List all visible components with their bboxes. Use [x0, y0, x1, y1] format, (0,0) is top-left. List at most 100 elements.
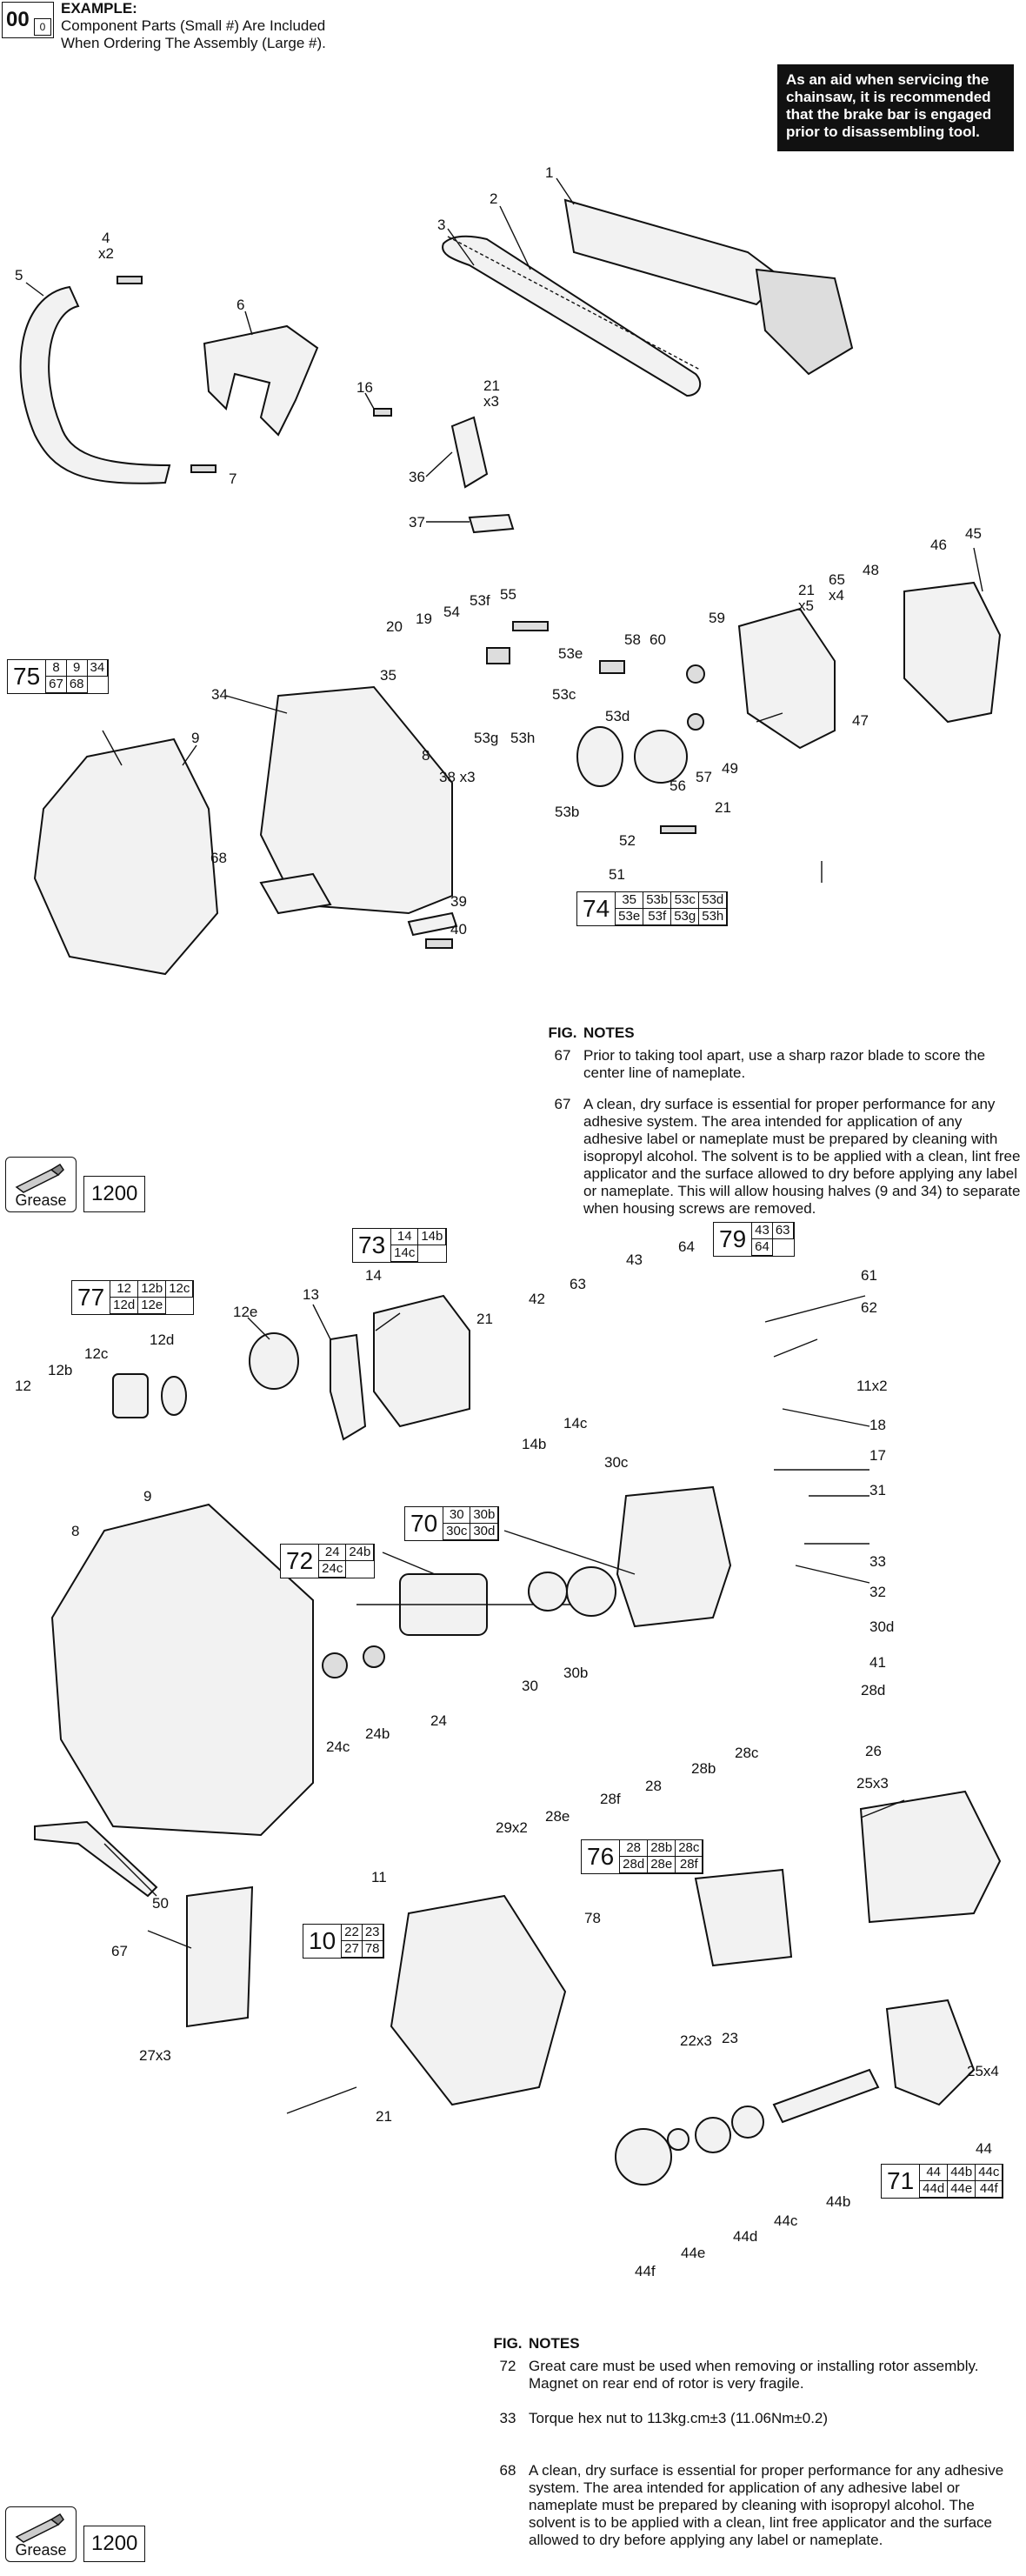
callout-31: 31 [869, 1482, 886, 1498]
callout-11: 11 [371, 1869, 387, 1885]
note-text: A clean, dry surface is essential for pr… [583, 1096, 1021, 1217]
notes-fig-header: FIG. [493, 2335, 523, 2352]
callout-57: 57 [696, 769, 712, 785]
grease-number: 1200 [83, 2526, 146, 2562]
assembly-box-74: 74 35 53b 53c 53d 53e 53f 53g 53h [576, 891, 729, 926]
callout-21b: 21 [798, 582, 815, 598]
callout-44b: 44b [826, 2193, 851, 2210]
callout-24b: 24b [365, 1725, 390, 1742]
callout-19: 19 [416, 611, 432, 627]
note-text: A clean, dry surface is essential for pr… [529, 2462, 1004, 2548]
callout-21-qty: x3 [483, 393, 499, 410]
part-24c [322, 1652, 348, 1678]
callout-20: 20 [386, 618, 403, 635]
grease-label: Grease [15, 1191, 67, 1209]
callout-68: 68 [210, 850, 227, 866]
callout-48: 48 [863, 562, 879, 578]
notice-line-2: chainsaw, it is recommended [786, 89, 991, 105]
part-19 [486, 647, 510, 664]
callout-53b: 53b [555, 804, 580, 820]
cover-46 [903, 581, 1002, 724]
callout-44: 44 [976, 2140, 992, 2157]
callout-44f: 44f [635, 2263, 656, 2279]
stator-23 [694, 1868, 793, 1967]
assembly-70-part: 30d [470, 1524, 499, 1540]
callout-63: 63 [570, 1276, 586, 1292]
assembly-79-part: 63 [772, 1223, 794, 1239]
callout-18: 18 [869, 1417, 886, 1433]
callout-25x4: 25x4 [967, 2063, 999, 2079]
callout-56: 56 [670, 777, 686, 794]
saw-chain [447, 236, 701, 370]
callout-17: 17 [869, 1447, 886, 1464]
clip-37 [468, 513, 515, 534]
assembly-71-part: 44c [976, 2165, 1003, 2181]
callout-8: 8 [422, 747, 430, 764]
notes-header: NOTES [529, 2335, 580, 2352]
cup-26 [859, 1790, 1002, 1924]
assembly-75-part: 8 [46, 660, 67, 677]
note-text: Torque hex nut to 113kg.cm±3 (11.06Nm±0.… [529, 2410, 829, 2426]
callout-38: 38 x3 [439, 769, 476, 785]
example-big-number: 00 [6, 8, 30, 31]
callout-53f: 53f [470, 592, 490, 609]
bearing-housing-30c [616, 1485, 732, 1628]
callout-21: 21 [483, 377, 500, 394]
callout-41: 41 [869, 1654, 886, 1671]
callout-12d: 12d [150, 1331, 175, 1348]
assembly-73-part: 14c [391, 1245, 419, 1262]
assembly-76-part: 28e [648, 1857, 676, 1873]
callout-61: 61 [861, 1267, 877, 1284]
assembly-76-part: 28d [620, 1857, 649, 1873]
assembly-73-number: 73 [353, 1229, 392, 1262]
wrench-50 [34, 1820, 158, 1898]
notes-bottom: FIG. NOTES 72 Great care must be used wh… [487, 2335, 1022, 2549]
callout-26: 26 [865, 1743, 882, 1759]
part-57 [687, 713, 704, 731]
assembly-76-part: 28f [676, 1857, 703, 1873]
callout-24: 24 [430, 1712, 447, 1729]
callout-28c: 28c [735, 1745, 759, 1761]
callout-21b-qty: x5 [798, 597, 814, 614]
callout-28f: 28f [600, 1791, 621, 1807]
shaft-44b [772, 2068, 880, 2124]
grease-label: Grease [15, 2541, 67, 2559]
part-40 [425, 938, 453, 949]
part-59 [686, 664, 705, 684]
assembly-75-part: 67 [46, 677, 67, 693]
callout-49: 49 [722, 760, 738, 777]
assembly-77-part: 12 [110, 1281, 139, 1298]
assembly-71-number: 71 [882, 2165, 921, 2198]
note-fig: 33 [499, 2410, 516, 2426]
notice-line-4: prior to disassembling tool. [786, 123, 980, 140]
assembly-box-76: 76 28 28b 28c 28d 28e 28f [581, 1839, 704, 1874]
grease-legend-bottom: Grease 1200 [5, 2506, 146, 2562]
example-line-2: When Ordering The Assembly (Large #). [61, 35, 326, 51]
housing-9-bottom [50, 1503, 314, 1837]
cap-12c [112, 1373, 149, 1418]
note-text: Great care must be used when removing or… [529, 2358, 979, 2392]
callout-50: 50 [152, 1895, 169, 1912]
assembly-74-part: 35 [616, 892, 644, 909]
callout-21d: 21 [476, 1311, 493, 1327]
assembly-77-part: 12b [138, 1281, 167, 1298]
grease-number: 1200 [83, 1176, 146, 1212]
brake-band-53b [576, 726, 623, 787]
callout-39: 39 [450, 893, 467, 910]
callout-40: 40 [450, 921, 467, 938]
assembly-79-number: 79 [714, 1223, 753, 1256]
assembly-76-number: 76 [582, 1840, 621, 1873]
callout-53g: 53g [474, 730, 499, 746]
assembly-74-part: 53g [671, 909, 700, 925]
callout-13: 13 [303, 1286, 319, 1303]
plate-47 [737, 607, 836, 750]
callout-32: 32 [869, 1584, 886, 1600]
callout-14b: 14b [522, 1436, 547, 1452]
callout-64: 64 [678, 1238, 695, 1255]
callout-12: 12 [15, 1378, 31, 1394]
ring-44d [695, 2117, 731, 2153]
callout-12c: 12c [84, 1345, 109, 1362]
callout-35: 35 [380, 667, 396, 684]
front-handle [19, 285, 171, 484]
